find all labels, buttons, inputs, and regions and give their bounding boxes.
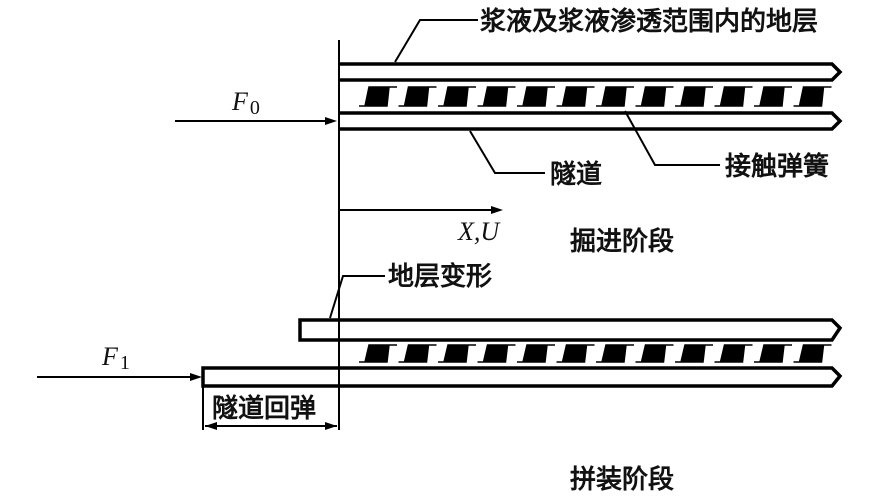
contact-spring [398, 86, 437, 107]
contact-spring [635, 86, 674, 107]
contact-spring [477, 86, 516, 107]
contact-spring [675, 344, 713, 363]
tunnel-strip [339, 111, 843, 131]
contact-springs-bottom [359, 344, 832, 363]
contact-spring [438, 344, 476, 363]
deformation-leader-line [329, 275, 385, 319]
contact-spring [438, 86, 476, 107]
arrowhead-icon [325, 117, 337, 125]
contact-spring [635, 344, 674, 363]
ground-layer-strip [339, 62, 843, 82]
contact-spring [793, 86, 832, 107]
contact-spring [714, 344, 753, 363]
contact-spring [596, 86, 634, 107]
rebounded-tunnel-strip [201, 366, 843, 388]
contact-spring [714, 86, 753, 107]
contact-spring [754, 86, 792, 107]
contact-spring [556, 344, 595, 363]
contact-spring [556, 86, 595, 107]
contact-spring-label: 接触弹簧 [725, 151, 829, 182]
stage-assembly-label: 拼装阶段 [570, 464, 674, 495]
arrowhead-icon [491, 206, 503, 214]
deformed-ground-strip [298, 318, 843, 342]
contact-spring [517, 344, 555, 363]
contact-springs-top [359, 86, 832, 107]
grout-layer-label: 浆液及浆液渗透范围内的地层 [480, 6, 818, 37]
stage-excavation-label: 掘进阶段 [570, 226, 674, 257]
arrowhead-icon [190, 373, 202, 381]
contact-spring [754, 344, 792, 363]
contact-spring [359, 86, 397, 107]
contact-spring [477, 344, 516, 363]
arrowhead-icon [205, 422, 217, 430]
arrowhead-icon [325, 422, 337, 430]
contact-spring [359, 344, 397, 363]
grout-leader-line [394, 19, 478, 63]
contact-spring [793, 344, 832, 363]
tunnel-rebound-label: 隧道回弹 [212, 393, 316, 424]
axis-label: X,U [457, 217, 501, 246]
contact-spring [596, 344, 634, 363]
tunnel-label: 隧道 [550, 159, 602, 190]
spring-leader-line [624, 110, 720, 166]
contact-spring [398, 344, 437, 363]
tunnel-leader-line [469, 130, 545, 174]
ground-deformation-label: 地层变形 [388, 261, 492, 292]
contact-spring [675, 86, 713, 107]
contact-spring [517, 86, 555, 107]
